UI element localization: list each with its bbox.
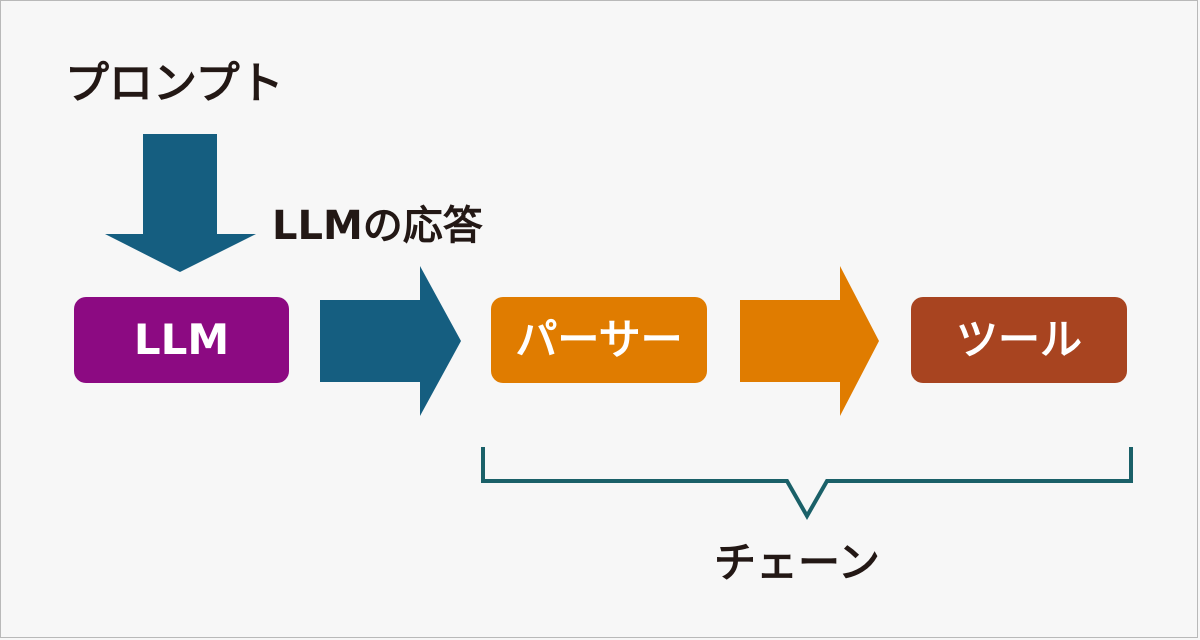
tool-node-label: ツール — [955, 315, 1082, 364]
prompt-label: プロンプト — [65, 58, 284, 109]
llm-to-parser-arrow — [320, 266, 461, 416]
chain-bracket — [481, 447, 1133, 521]
parser-node: パーサー — [491, 297, 707, 383]
prompt-down-arrow — [105, 134, 256, 272]
tool-node: ツール — [911, 297, 1127, 383]
llm-response-label: LLMの応答 — [272, 203, 483, 249]
chain-label: チェーン — [714, 538, 880, 587]
parser-node-label: パーサー — [515, 315, 683, 364]
llm-node-label: LLM — [133, 315, 230, 364]
llm-node: LLM — [74, 297, 289, 383]
parser-to-tool-arrow — [740, 266, 879, 416]
